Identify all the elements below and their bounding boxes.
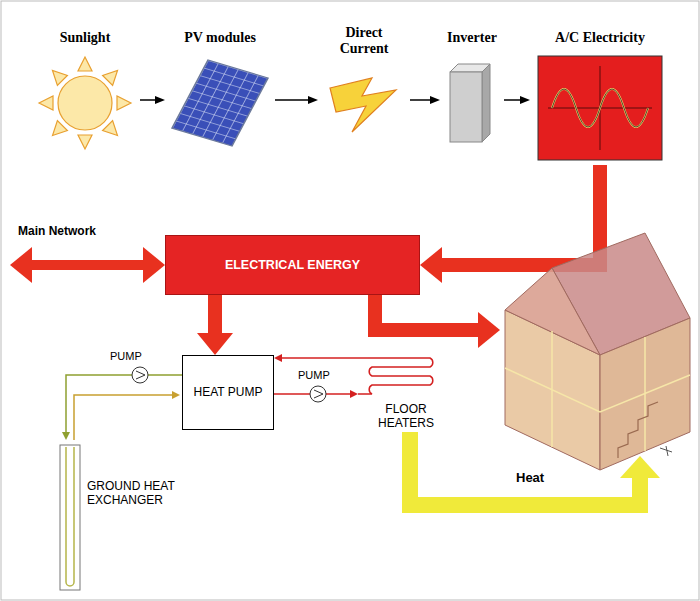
node-text: GROUND HEAT EXCHANGER <box>87 480 177 508</box>
connector <box>66 375 182 432</box>
sun-icon <box>39 57 131 149</box>
ac-node: A/C Electricity <box>530 30 670 165</box>
floor-heater-node: FLOOR HEATERS <box>358 345 454 441</box>
power-to-house-arrow <box>375 295 478 330</box>
floor-return-pipe <box>282 357 368 359</box>
heat-label: Heat <box>516 470 544 485</box>
energy-box: ELECTRICAL ENERGY <box>165 235 420 295</box>
connector <box>410 99 430 101</box>
node-text: ELECTRICAL ENERGY <box>225 258 360 272</box>
sun-node: Sunlight <box>30 30 140 155</box>
connector <box>504 99 520 101</box>
connector <box>140 99 155 101</box>
pump-label: PUMP <box>110 350 142 362</box>
node-text: A/C Electricity <box>555 30 645 46</box>
node-text: FLOOR HEATERS <box>364 403 448 431</box>
pump-label: PUMP <box>298 369 330 381</box>
ac-panel <box>538 56 662 160</box>
network-arrow <box>32 260 143 270</box>
node-text: HEAT PUMP <box>194 386 263 400</box>
node-text: Direct Current <box>333 25 395 57</box>
floor-heater-coil <box>358 358 433 394</box>
node-text: Inverter <box>447 30 497 46</box>
inverter-node: Inverter <box>440 30 504 150</box>
pv-node: PV modules <box>165 30 275 155</box>
connector <box>275 99 308 101</box>
ground-heat-exchanger <box>60 445 80 590</box>
ground-exchanger-node: GROUND HEAT EXCHANGER <box>55 440 189 595</box>
heat-pump-box: HEAT PUMP <box>182 355 274 430</box>
network-label: Main Network <box>18 224 96 238</box>
pump-symbol <box>132 367 148 383</box>
pv-panel <box>172 60 268 146</box>
node-text: Sunlight <box>60 30 111 46</box>
connector <box>208 295 222 333</box>
pump-symbol <box>310 386 326 402</box>
current-node: Direct Current <box>318 25 410 140</box>
node-text: PV modules <box>184 30 256 46</box>
heat-arrow <box>410 432 640 505</box>
ground-return-pipe <box>74 395 172 440</box>
lightning-icon <box>330 78 396 132</box>
connector <box>442 165 600 265</box>
house <box>505 233 690 470</box>
inverter-box <box>450 64 490 142</box>
